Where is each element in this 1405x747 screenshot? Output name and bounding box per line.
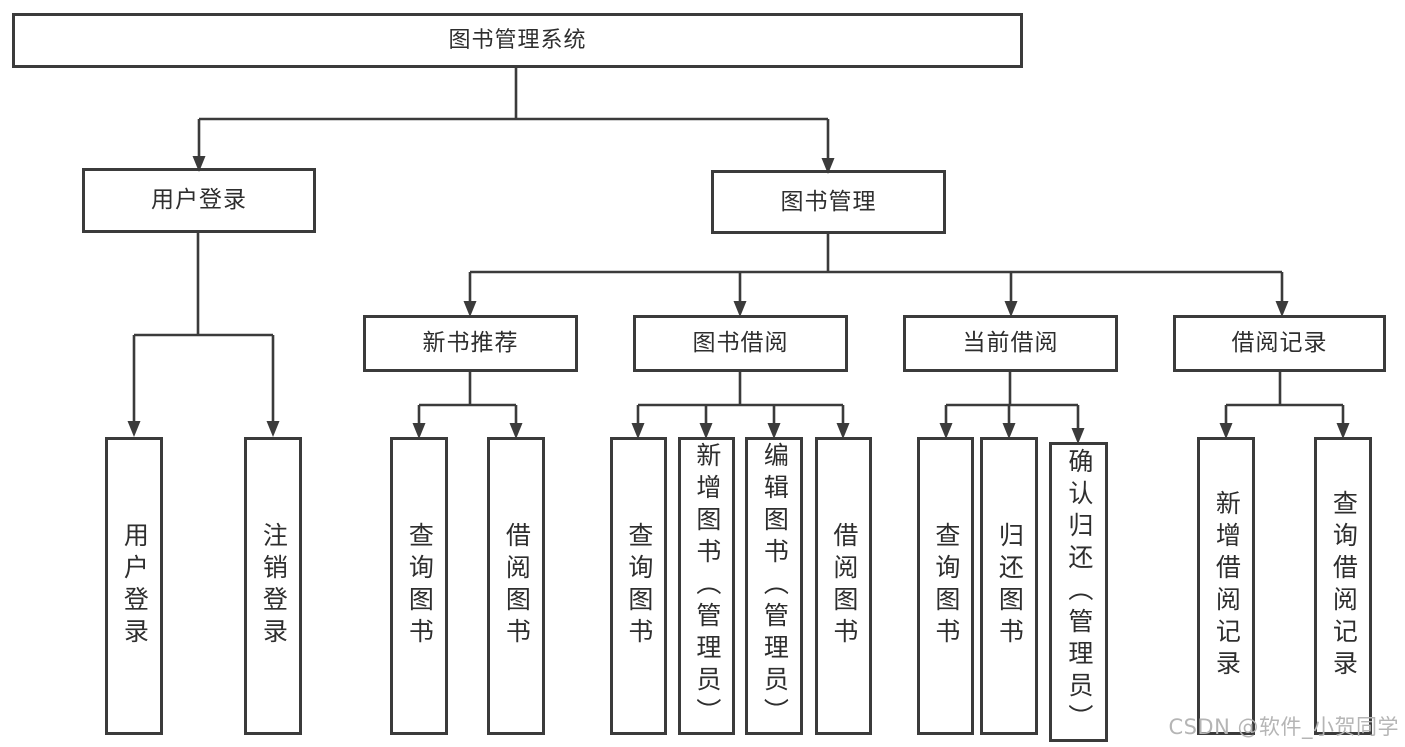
leaf-current-query-book: 查询图书: [917, 437, 974, 735]
leaf-borrow-edit-book-admin: 编辑图书（管理员）: [745, 437, 803, 735]
leaf-borrow-query-book: 查询图书: [610, 437, 667, 735]
leaf-current-confirm-return-admin: 确认归还（管理员）: [1049, 442, 1108, 742]
arrowhead: [266, 421, 280, 437]
arrowhead: [127, 421, 141, 437]
node-library-management-system: 图书管理系统: [12, 13, 1023, 68]
leaf-current-return-book: 归还图书: [980, 437, 1038, 735]
node-borrow-record: 借阅记录: [1173, 315, 1386, 372]
node-book-borrow: 图书借阅: [633, 315, 848, 372]
node-current-borrow: 当前借阅: [903, 315, 1118, 372]
node-book-management: 图书管理: [711, 170, 946, 234]
csdn-watermark: CSDN @软件_小贺同学: [1168, 715, 1399, 739]
leaf-record-query-borrow-record: 查询借阅记录: [1314, 437, 1372, 735]
leaf-user-login: 用户登录: [105, 437, 163, 735]
leaf-borrow-add-book-admin: 新增图书（管理员）: [678, 437, 735, 735]
leaf-newbook-borrow-book: 借阅图书: [487, 437, 545, 735]
leaf-borrow-borrow-book: 借阅图书: [815, 437, 872, 735]
leaf-logout-login: 注销登录: [244, 437, 302, 735]
node-new-book-recommend: 新书推荐: [363, 315, 578, 372]
leaf-record-add-borrow-record: 新增借阅记录: [1197, 437, 1255, 735]
node-user-login: 用户登录: [82, 168, 316, 233]
leaf-newbook-query-book: 查询图书: [390, 437, 448, 735]
